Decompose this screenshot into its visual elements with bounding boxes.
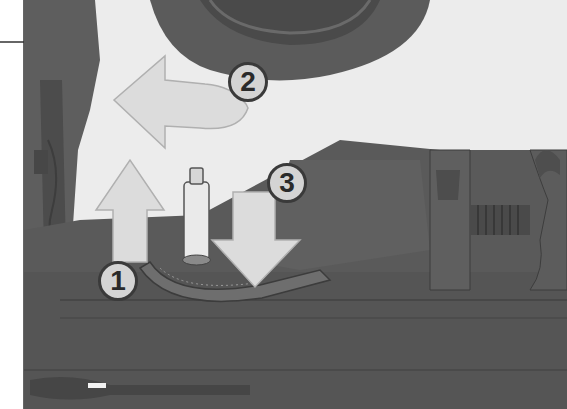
move-arrow xyxy=(96,160,164,262)
blade-guard xyxy=(150,0,430,80)
callout-number: 3 xyxy=(267,163,307,203)
background xyxy=(24,0,567,409)
clamp-screw xyxy=(470,205,530,235)
callout-number: 2 xyxy=(228,62,268,102)
move-arrow xyxy=(114,56,248,148)
callout-number: 1 xyxy=(98,261,138,301)
miter-scale xyxy=(140,262,330,301)
fence xyxy=(430,150,470,290)
lock-knob xyxy=(184,182,209,260)
frame-line xyxy=(0,41,24,43)
saw-table xyxy=(24,140,567,409)
move-arrow xyxy=(212,192,300,287)
